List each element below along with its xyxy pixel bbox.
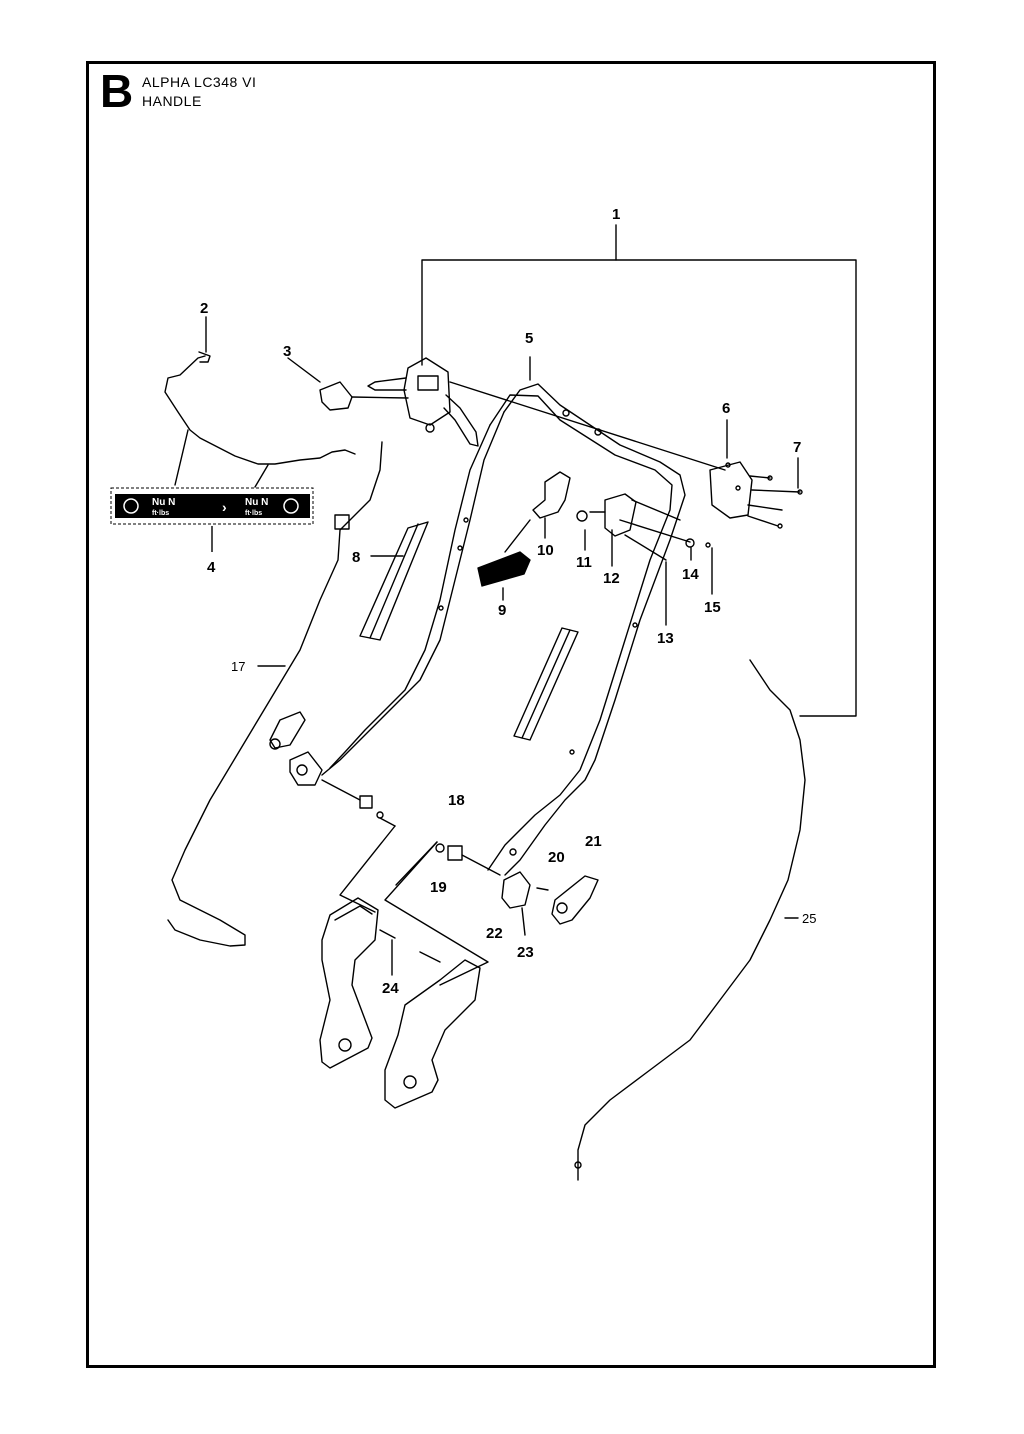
callout-15: 15 <box>704 599 721 616</box>
callout-10: 10 <box>537 542 554 559</box>
parts-11-15-hardware <box>576 493 713 626</box>
part-24-height-adjuster-left <box>319 897 396 1069</box>
decal-left-sub: ft·lbs <box>152 510 169 517</box>
model-name: ALPHA LC348 VI <box>142 74 257 90</box>
callout-4: 4 <box>207 559 216 576</box>
callout-9: 9 <box>498 602 506 619</box>
callout-19: 19 <box>430 879 447 896</box>
callout-25: 25 <box>802 911 816 926</box>
callout-17: 17 <box>231 659 245 674</box>
part-2-bail-wire <box>164 316 356 488</box>
part-25-cable <box>574 659 806 1181</box>
page-border <box>86 61 936 1368</box>
callout-1: 1 <box>612 206 620 223</box>
callout-5: 5 <box>525 330 533 347</box>
control-box <box>367 357 726 471</box>
callout-23: 23 <box>517 944 534 961</box>
part-17-cable <box>167 441 383 947</box>
callout-3: 3 <box>283 343 291 360</box>
callout-8: 8 <box>352 549 360 566</box>
callout-6: 6 <box>722 400 730 417</box>
callout-22: 22 <box>486 925 503 942</box>
part-10-lever <box>504 471 571 553</box>
svg-text:›: › <box>222 499 227 515</box>
part-6-switch-box <box>709 419 803 529</box>
callout-11: 11 <box>576 554 592 571</box>
grip-lower <box>513 627 579 741</box>
part-8-grip <box>359 521 429 641</box>
callout-2: 2 <box>200 300 208 317</box>
callout-12: 12 <box>603 570 620 587</box>
callout-14: 14 <box>682 566 699 583</box>
callout-18: 18 <box>448 792 465 809</box>
callout-24: 24 <box>382 980 399 997</box>
part-3-cover <box>287 357 409 411</box>
part-4-decal-strip: Nu N ft·lbs › Nu N ft·lbs <box>110 487 314 552</box>
part-24-height-adjuster-right <box>384 951 481 1109</box>
section-letter: B <box>100 65 134 117</box>
part-9-decal <box>477 551 531 601</box>
assembly-bracket <box>421 224 857 717</box>
decal-right-sub: ft·lbs <box>245 510 262 517</box>
callout-20: 20 <box>548 849 565 866</box>
decal-right-text: Nu N <box>245 497 268 508</box>
right-hinge-assembly <box>384 841 599 986</box>
assembly-title: HANDLE <box>142 93 202 109</box>
decal-left-text: Nu N <box>152 497 175 508</box>
callout-labels: 1 2 3 4 5 6 7 8 9 10 11 12 13 14 15 17 1… <box>200 206 816 997</box>
callout-21: 21 <box>585 833 602 850</box>
callout-7: 7 <box>793 439 801 456</box>
left-hinge-assembly <box>269 711 396 913</box>
part-5-upper-handle <box>321 356 686 876</box>
callout-13: 13 <box>657 630 674 647</box>
